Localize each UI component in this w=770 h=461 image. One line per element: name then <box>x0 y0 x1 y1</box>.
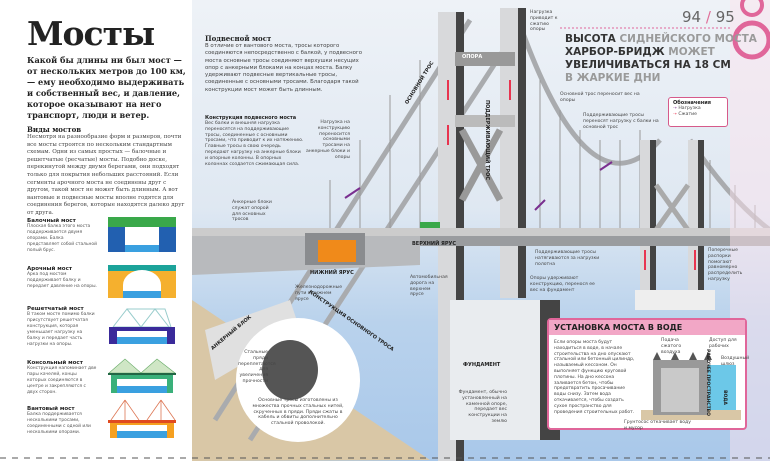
bracing-note: Поперечные распорки помогают равномерно … <box>708 248 743 282</box>
cable-cross-section <box>262 340 318 400</box>
legend: Обозначения ⇢ Нагрузка ⇢ Сжатие <box>668 97 728 127</box>
cable-text: Основные тросы изготовлены из множества … <box>252 398 344 427</box>
load-arrow-icon: ⇢ <box>673 106 677 111</box>
main-cable-note: Основной трос переносит вес на опоры <box>560 92 640 103</box>
cable-stayed-bridge-icon <box>108 399 176 438</box>
suspender-note-2: Поддерживающие тросы натягиваются за наг… <box>535 250 600 267</box>
worker-access-label: Доступ для рабочих <box>709 338 737 349</box>
caisson-diagram <box>641 352 741 420</box>
inset-title: УСТАНОВКА МОСТА В ВОДЕ <box>549 320 745 335</box>
lead-text: Какой бы длины ни был мост — от нескольк… <box>27 55 186 120</box>
rail-note: Железнодорожные пути в нижнем ярусе <box>295 285 343 302</box>
soil-note: Грунтосос откачивает воду и мусор <box>624 420 691 431</box>
left-page: Мосты Какой бы длины ни был мост — от не… <box>0 0 192 461</box>
lower-deck-tag: НИЖНИЙ ЯРУС <box>310 270 354 276</box>
water-label: ВОДА <box>721 390 727 405</box>
tower-2 <box>635 140 715 310</box>
work-space-label: РАБОЧЕЕ ПРОСТРАНСТВО <box>704 349 710 416</box>
load-anchor-label: Нагрузка на конструкцию переносится осно… <box>305 120 350 160</box>
tower-tag: ОПОРА <box>462 54 483 60</box>
strands-note: Стальные пряди переплетаются для увеличе… <box>238 350 276 384</box>
suspender-note: Поддерживающие тросы переносят нагрузку … <box>583 113 659 130</box>
types-heading: Виды мостов <box>27 125 82 134</box>
compression-arrow-icon: ⇢ <box>673 111 677 117</box>
load-arrows <box>344 161 613 211</box>
construction-section: Конструкция подвесного моста Вес балки и… <box>205 115 304 167</box>
foundation-tag: ФУНДАМЕНТ <box>463 362 501 368</box>
suspender-tag: ПОДДЕРЖИВАЮЩИЙ ТРОС <box>484 100 490 181</box>
compress-note: Нагрузка приводит к сжатию опоры <box>530 10 558 33</box>
types-text: Несмотря на разнообразие форм и размеров… <box>27 134 185 216</box>
page-numbers: 94 / 95 <box>682 8 735 26</box>
tower-note: Опоры удерживают конструкцию, перенося е… <box>530 276 595 293</box>
caisson-inset: УСТАНОВКА МОСТА В ВОДЕ Если опоры моста … <box>547 318 750 431</box>
airlock-label: Воздушный шлюз <box>721 356 750 367</box>
page-title: Мосты <box>27 14 155 53</box>
air-supply-label: Подача сжатого воздуха <box>661 338 682 355</box>
foundation-note: Фундамент, обычно установленный на камен… <box>458 390 507 424</box>
types-section: Виды мостов Несмотря на разнообразие фор… <box>27 125 187 218</box>
upper-deck-tag: ВЕРХНИЙ ЯРУС <box>412 241 457 247</box>
anchor-note: Анкерные блоки служат опорой для основны… <box>232 200 272 223</box>
cantilever-bridge-icon <box>108 358 176 393</box>
bridge-type-diagrams <box>108 217 176 438</box>
road-note: Автомобильная дорога на верхнем ярусе <box>410 275 448 298</box>
truss-bridge-icon <box>109 308 175 344</box>
arch-bridge-icon <box>108 265 176 298</box>
suspension-section: Подвесной мост В отличие от вантового мо… <box>205 34 363 93</box>
beam-bridge-icon <box>108 217 176 252</box>
deck <box>192 222 770 275</box>
inset-text: Если опоры моста будут находиться в воде… <box>554 340 635 415</box>
compression-arrows <box>447 80 696 270</box>
